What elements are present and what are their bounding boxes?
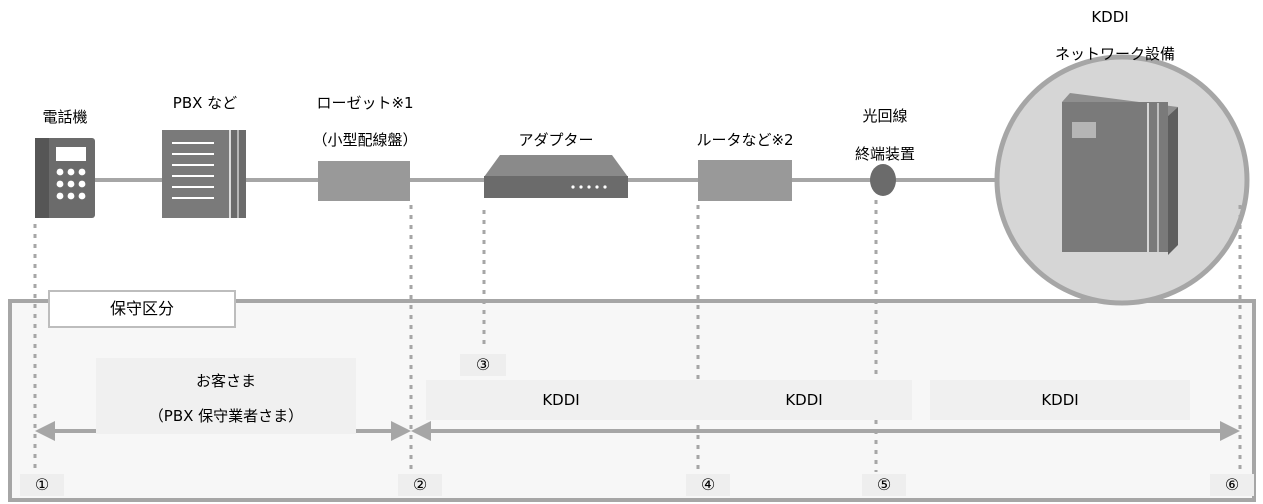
point-5-label: ⑤ (862, 474, 906, 496)
onu-label: 光回線 (862, 107, 908, 125)
section-title: 保守区分 (48, 290, 236, 328)
kddi-segment-2: KDDI (696, 380, 912, 420)
onu-icon (870, 164, 896, 196)
kddi-network-sub-label: ネットワーク設備 (1054, 45, 1175, 63)
pbx-icon (162, 130, 246, 218)
pbx-label: PBX など (172, 94, 238, 112)
rosette-box (318, 161, 410, 201)
phone-label: 電話機 (42, 108, 88, 126)
phone-icon (35, 138, 95, 218)
kddi-network-label: KDDI (1091, 8, 1129, 26)
kddi-network-icon (994, 54, 1250, 306)
rosette-sub-label: （小型配線盤） (312, 131, 418, 149)
customer-segment-sub-label: （PBX 保守業者さま） (148, 407, 304, 425)
customer-segment-label: お客さま (195, 372, 256, 390)
point-2-label: ② (398, 474, 442, 496)
kddi-range-arrow (411, 421, 1240, 441)
point-6-label: ⑥ (1210, 474, 1254, 496)
point-1-label: ① (20, 474, 64, 496)
adapter-label: アダプター (518, 131, 594, 149)
point-3-label: ③ (460, 354, 506, 376)
router-box (698, 160, 792, 201)
onu-sub-label: 終端装置 (854, 145, 915, 163)
adapter-icon (484, 155, 628, 198)
customer-segment: お客さま （PBX 保守業者さま） (96, 358, 356, 434)
point-4-label: ④ (686, 474, 730, 496)
kddi-segment-3: KDDI (930, 380, 1190, 420)
kddi-segment-1: KDDI (426, 380, 696, 420)
rosette-label: ローゼット※1 (316, 94, 414, 112)
router-label: ルータなど※2 (696, 131, 794, 149)
